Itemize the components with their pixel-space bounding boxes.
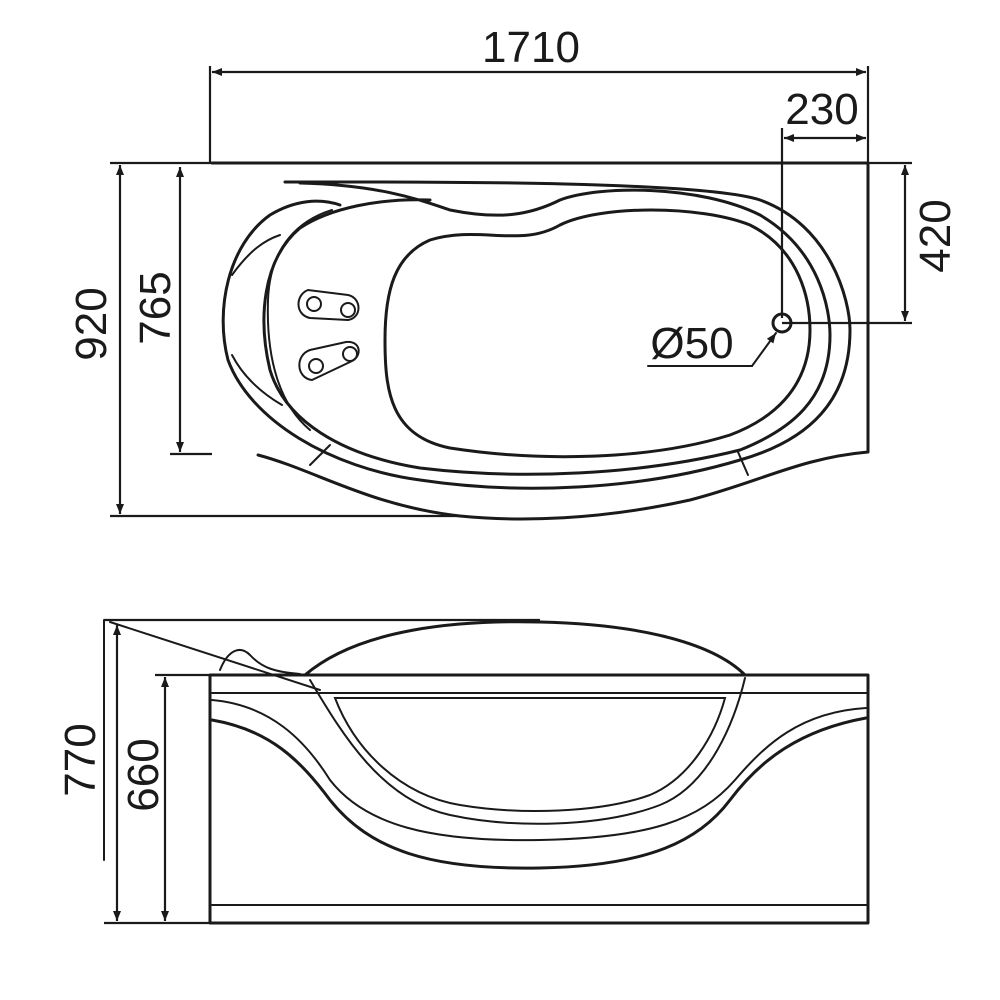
jet-icon (342, 346, 358, 362)
dim-label-230: 230 (785, 85, 858, 134)
tub-inner-rim (262, 181, 832, 476)
tub-basin (383, 208, 812, 459)
tub-seam-right (737, 451, 749, 476)
side-view: 770 660 (56, 618, 870, 925)
drain-leader-arrow (751, 332, 777, 367)
jet-icon (306, 296, 322, 312)
tub-body (208, 673, 870, 925)
tub-backrest-dome (303, 620, 747, 677)
jet-icon (340, 302, 356, 318)
jet-icon (308, 358, 324, 374)
dim-label-660: 660 (119, 738, 168, 811)
dim-label-765: 765 (131, 271, 180, 344)
dim-label-420: 420 (911, 199, 960, 272)
tub-headrest-seam (231, 234, 283, 406)
dim-label-920: 920 (67, 287, 116, 360)
tub-headrest-profile (219, 649, 301, 675)
whirlpool-jets (297, 288, 360, 382)
dim-label-770: 770 (56, 723, 105, 796)
tub-seam-left (309, 444, 331, 466)
tub-side-basin (309, 677, 746, 825)
tub-side-curve-outer (210, 716, 868, 870)
top-view: 1710 230 420 920 765 Ø50 (67, 23, 960, 521)
jet-icon (297, 288, 360, 322)
tub-side-curve-mid (211, 699, 867, 842)
tub-headrest (266, 209, 333, 431)
dim-ext-770-diag (109, 621, 321, 691)
tub-outer-rim (221, 180, 852, 490)
tub-side-basin-inner (333, 697, 727, 812)
dim-label-drain-diameter: Ø50 (650, 319, 733, 368)
dim-label-1710: 1710 (482, 23, 580, 72)
tub-deck-outline (210, 161, 870, 521)
